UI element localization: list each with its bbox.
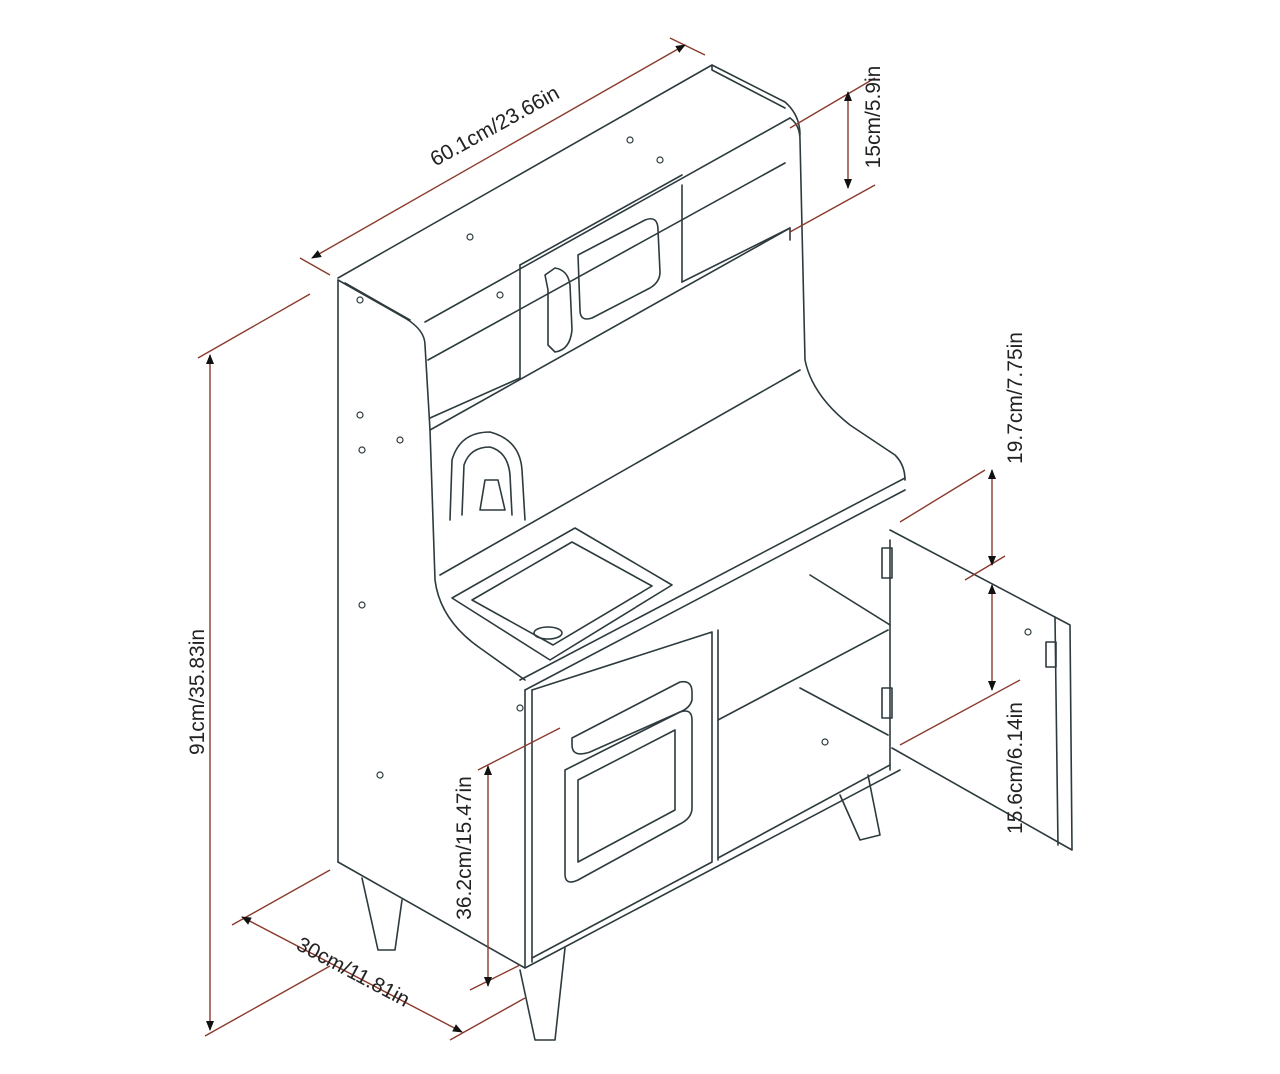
height-label: 91cm/35.83in [186,629,209,755]
hutch-top-label: 15cm/5.9in [862,66,885,169]
kitchen-outline [337,64,1073,1041]
oven-height-label: 36.2cm/15.47in [453,776,476,920]
dimension-depth: 30cm/11.81in [231,869,526,1041]
dimension-upper-shelf: 19.7cm/7.75in [899,332,1027,581]
upper-shelf-label: 19.7cm/7.75in [1004,332,1027,464]
dimension-width: 60.1cm/23.66in [299,37,706,276]
dimension-lower-shelf: 15.6cm/6.14in [899,584,1027,834]
dimension-oven-height: 36.2cm/15.47in [453,727,561,991]
lower-shelf-label: 15.6cm/6.14in [1004,702,1027,834]
dimension-hutch-top: 15cm/5.9in [789,66,885,233]
dimension-height: 91cm/35.83in [186,293,331,1037]
